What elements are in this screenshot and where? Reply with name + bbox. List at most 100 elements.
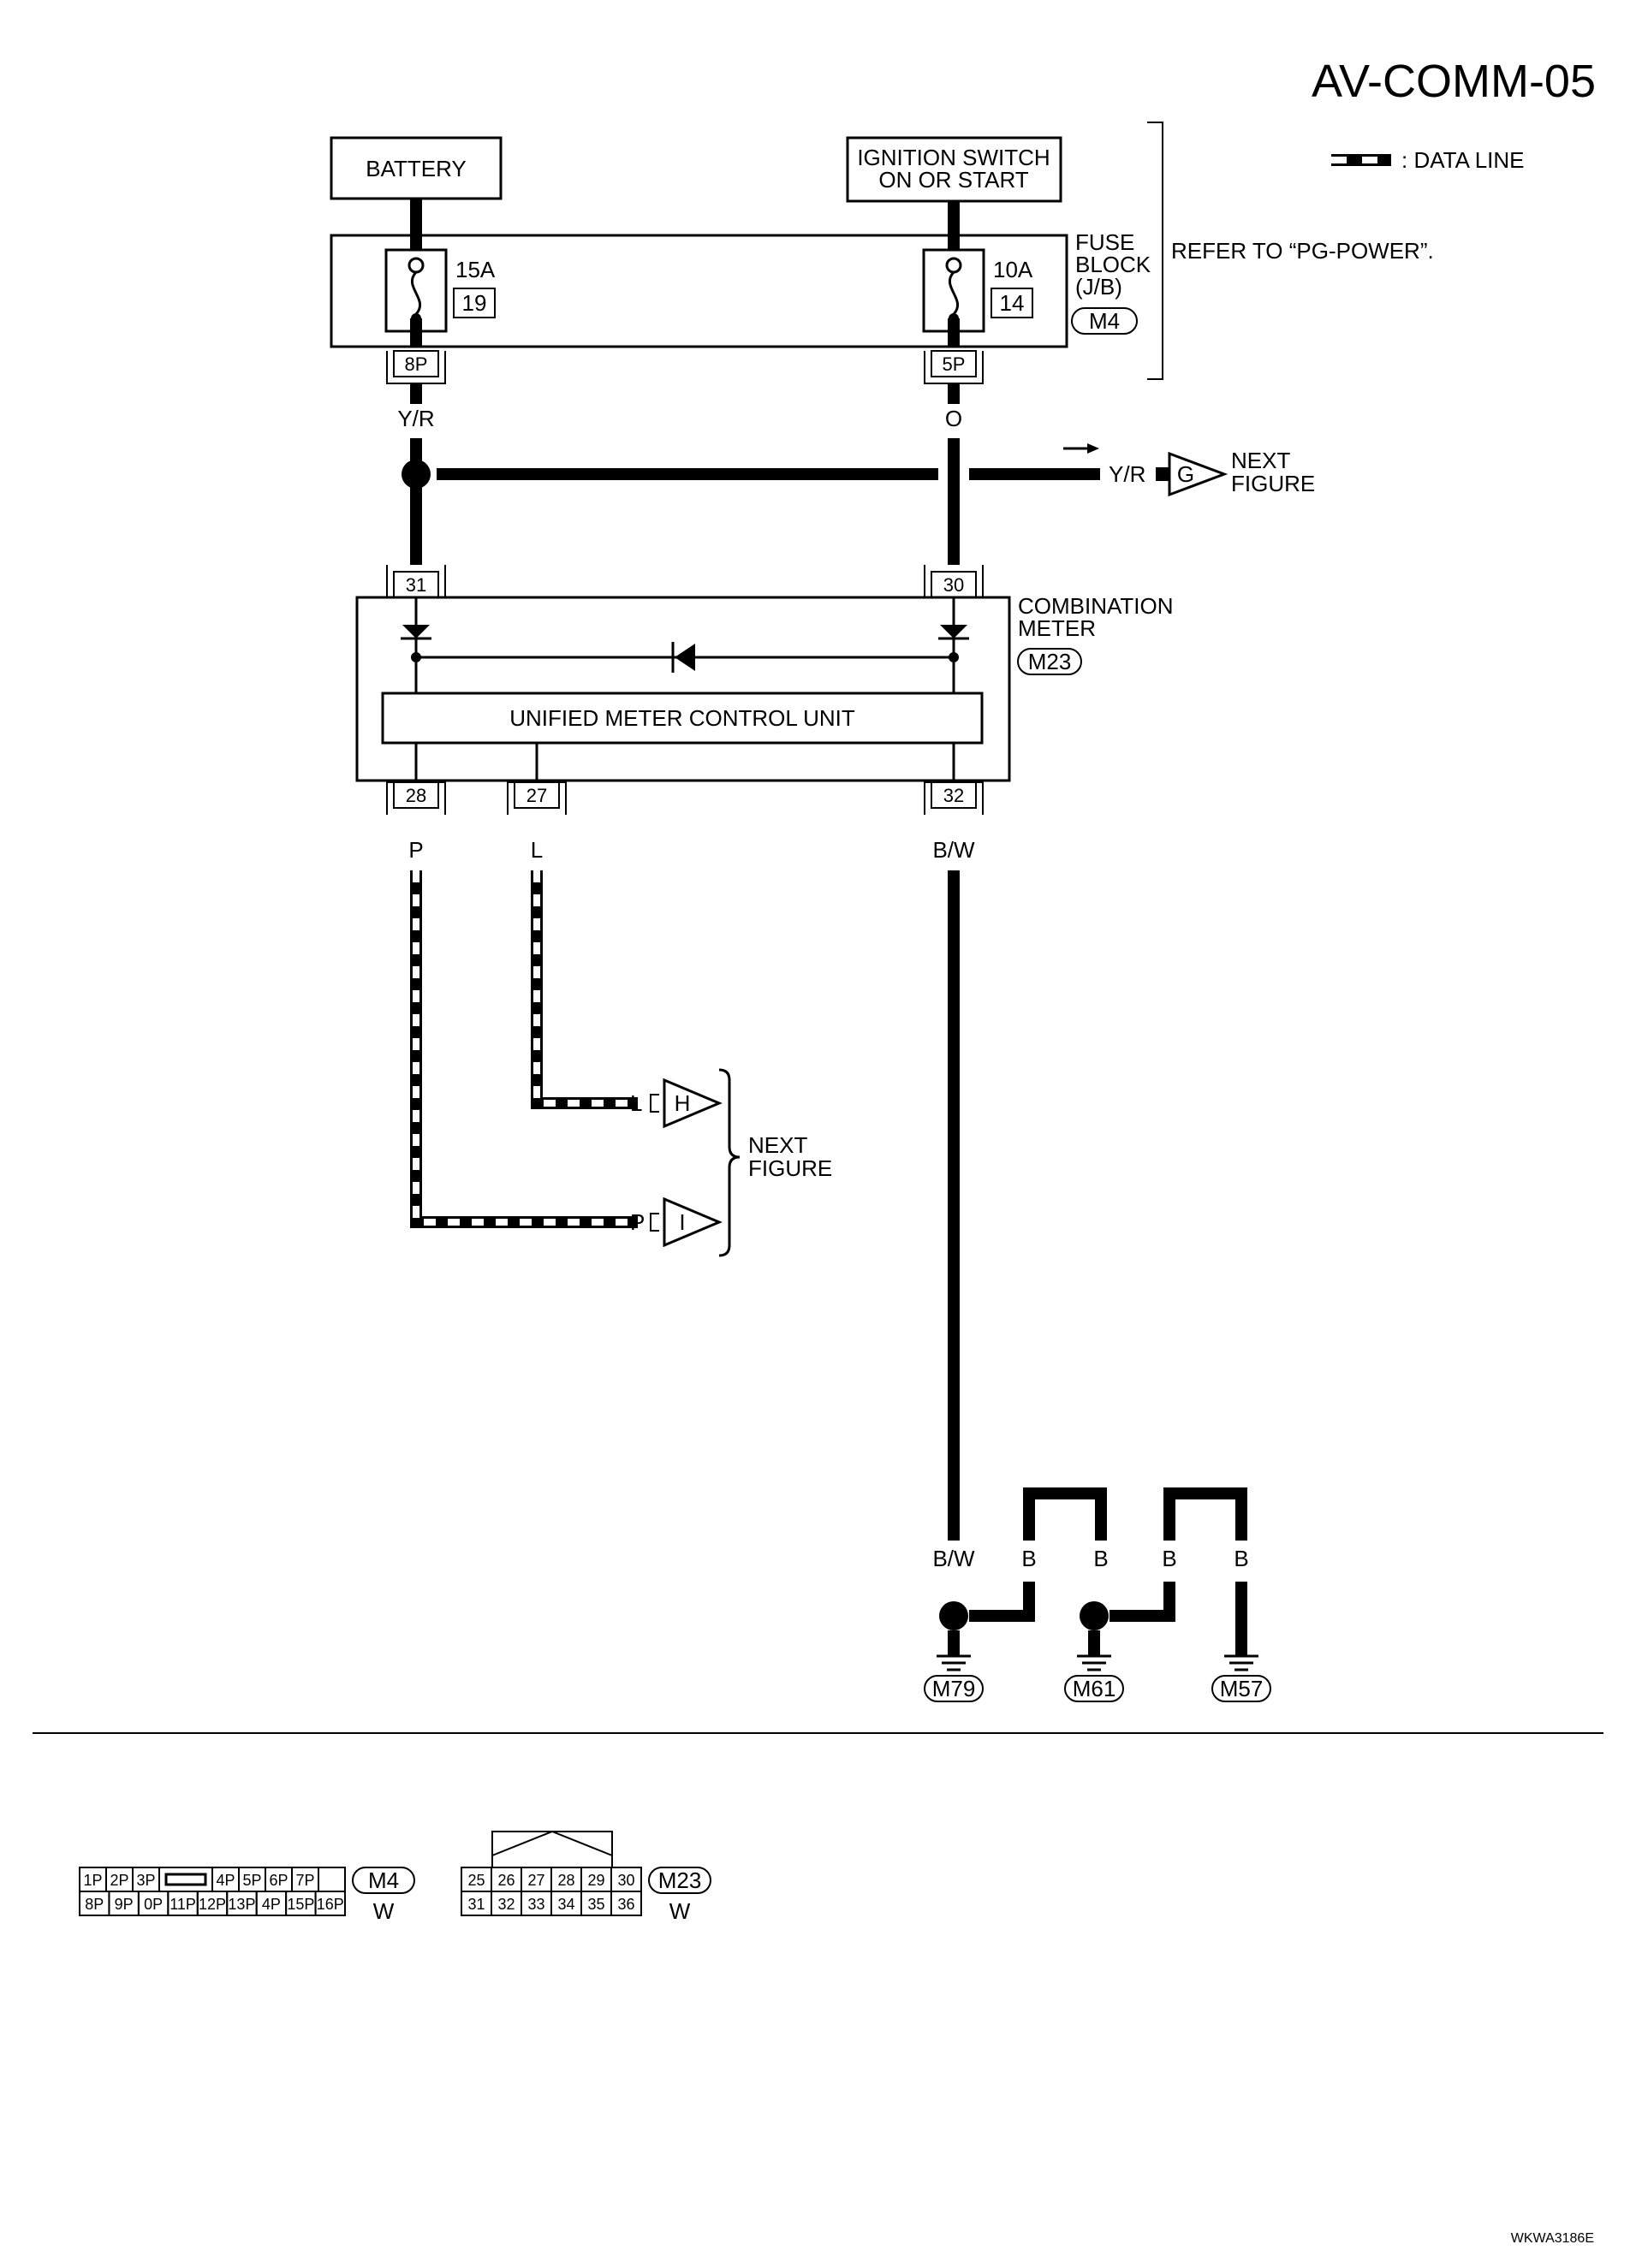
connector-m4-top-key — [164, 1873, 207, 1886]
connector-m23-top-cavity-label: 29 — [587, 1872, 604, 1889]
connector-m23-color: W — [669, 1898, 691, 1924]
connector-m23-bottom-cavity-label: 35 — [587, 1896, 604, 1913]
ground-m79: M79 — [924, 1601, 984, 1702]
connector-m4-id: M4 — [368, 1867, 399, 1893]
connector-m4-bottom-cavity — [314, 1891, 346, 1916]
drawing-code: WKWA3186E — [1511, 2231, 1594, 2246]
connector-m23-top-cavity-label: 25 — [467, 1872, 485, 1889]
wire-color-b4: B — [1234, 1546, 1248, 1571]
combination-meter-label-1: COMBINATION — [1018, 593, 1174, 619]
refer-bracket — [1147, 122, 1163, 380]
fuse-14-rating: 10A — [993, 257, 1033, 282]
connector-m4-top-cavity-label: 4P — [216, 1872, 235, 1889]
wire-color-p: P — [408, 837, 423, 863]
next-figure-i-arrow — [663, 1196, 723, 1248]
connector-m4-bottom-cavity-label: 4P — [262, 1896, 281, 1913]
connector-m23-id: M23 — [658, 1867, 702, 1893]
connector-m4-bottom-cavity-label: 0P — [144, 1896, 163, 1913]
connector-m4-bottom-cavity-label: 11P — [170, 1896, 196, 1913]
connector-view-m23: 25 26 27 28 29 30 31 32 33 34 35 36 M23 W — [461, 1830, 711, 1924]
data-line-p — [410, 870, 638, 1228]
combination-meter-connector-id: M23 — [1028, 649, 1072, 674]
wire-color-b3: B — [1162, 1546, 1176, 1571]
ignition-switch-label-1: IGNITION SWITCH — [857, 145, 1050, 170]
connector-m23-top-cavity-label: 26 — [497, 1872, 515, 1889]
next-figure-hi-line2: FIGURE — [748, 1155, 832, 1181]
splice-yr — [402, 460, 431, 489]
connector-m4-bottom-cavity-label: 13P — [228, 1896, 255, 1913]
wire-color-p-end: P — [630, 1209, 645, 1235]
connector-m4-top-cavity-label: 1P — [83, 1872, 102, 1889]
connector-m23-bottom-cavity-label: 31 — [467, 1896, 485, 1913]
connector-m4-top-cavity-label: 5P — [242, 1872, 261, 1889]
connector-m23-bottom-cavity — [610, 1891, 642, 1916]
connector-m4-top-cavity-label: 7P — [295, 1872, 314, 1889]
wire-color-l: L — [531, 837, 543, 863]
battery-label: BATTERY — [366, 156, 467, 181]
unified-meter-control-unit-label: UNIFIED METER CONTROL UNIT — [509, 705, 855, 731]
connector-m4-bottom-cavity-label: 12P — [199, 1896, 226, 1913]
wire-color-yr-right: Y/R — [1109, 461, 1145, 487]
wire-color-yr-left: Y/R — [397, 406, 434, 431]
data-line-legend-label: : DATA LINE — [1401, 147, 1525, 173]
fuse-14-number: 14 — [1000, 290, 1025, 316]
terminal-30: 30 — [943, 574, 964, 596]
next-figure-g-arrow — [1168, 451, 1228, 497]
connector-m23-top-cavity-label: 27 — [527, 1872, 544, 1889]
next-figure-h-id: H — [675, 1090, 691, 1116]
wire-color-b1: B — [1021, 1546, 1036, 1571]
ignition-switch-label-2: ON OR START — [878, 167, 1028, 193]
connector-m23-bottom-cavity-label: 32 — [497, 1896, 515, 1913]
fuse-block-label-2: BLOCK — [1075, 252, 1151, 277]
connector-m23-bottom-cavity-label: 36 — [617, 1896, 634, 1913]
combination-meter-connector-badge — [1017, 648, 1082, 675]
next-figure-g-id: G — [1177, 461, 1194, 487]
fuse-terminal-5p: 5P — [943, 353, 966, 375]
next-figure-hi-line1: NEXT — [748, 1132, 807, 1158]
data-line-l — [531, 870, 638, 1109]
connector-m23-bottom-cavity-label: 33 — [527, 1896, 544, 1913]
terminal-27: 27 — [526, 785, 547, 806]
connector-m23-top-cavity-label: 28 — [557, 1872, 574, 1889]
next-figure-h-arrow — [663, 1078, 723, 1129]
connector-m4-top-cavity-label: 3P — [136, 1872, 155, 1889]
connector-m4-bottom-cavity-label: 9P — [115, 1896, 134, 1913]
fuse-19-rating: 15A — [455, 257, 496, 282]
connector-m4-bottom-cavity-label: 15P — [287, 1896, 314, 1913]
diode-horizontal — [675, 644, 695, 671]
connector-m4-bottom-cavity-label: 16P — [317, 1896, 344, 1913]
wire-color-l-end: L — [630, 1090, 642, 1116]
next-figure-g-line1: NEXT — [1231, 448, 1290, 473]
combination-meter-label-2: METER — [1018, 615, 1096, 641]
page-title: AV-COMM-05 — [1312, 56, 1596, 107]
connector-m4-color: W — [373, 1898, 395, 1924]
refer-note: REFER TO “PG-POWER”. — [1171, 238, 1434, 264]
fuse-block-connector-badge — [1071, 307, 1138, 335]
terminal-32: 32 — [943, 785, 964, 806]
data-line-legend: : DATA LINE — [1331, 147, 1525, 173]
ground-m61: M61 — [1064, 1601, 1124, 1702]
terminal-28: 28 — [406, 785, 426, 806]
fuse-block-label-1: FUSE — [1075, 229, 1134, 255]
wire-color-bw-bottom: B/W — [932, 1546, 975, 1571]
fuse-block-connector-id: M4 — [1089, 308, 1120, 334]
fuse-terminal-8p: 8P — [405, 353, 428, 375]
fuse-19-number: 19 — [462, 290, 487, 316]
next-figure-i-id: I — [679, 1209, 685, 1235]
ground-m57: M57 — [1211, 1654, 1271, 1702]
combination-meter — [355, 596, 1011, 782]
wire-color-o: O — [945, 406, 962, 431]
wire-color-b2: B — [1093, 1546, 1108, 1571]
connector-m4-top-cavity-label: 6P — [269, 1872, 288, 1889]
next-figure-g-line2: FIGURE — [1231, 471, 1315, 496]
ground-m57-id: M57 — [1220, 1676, 1264, 1701]
fuse-block-label-3: (J/B) — [1075, 274, 1122, 300]
unified-meter-control-unit — [381, 692, 984, 745]
ground-m61-id: M61 — [1073, 1676, 1116, 1701]
connector-m23-top-cavity-label: 30 — [617, 1872, 634, 1889]
next-figure-brace — [718, 1068, 741, 1257]
connector-m4-bottom-cavity-label: 8P — [85, 1896, 104, 1913]
connector-m23-bottom-cavity-label: 34 — [557, 1896, 574, 1913]
